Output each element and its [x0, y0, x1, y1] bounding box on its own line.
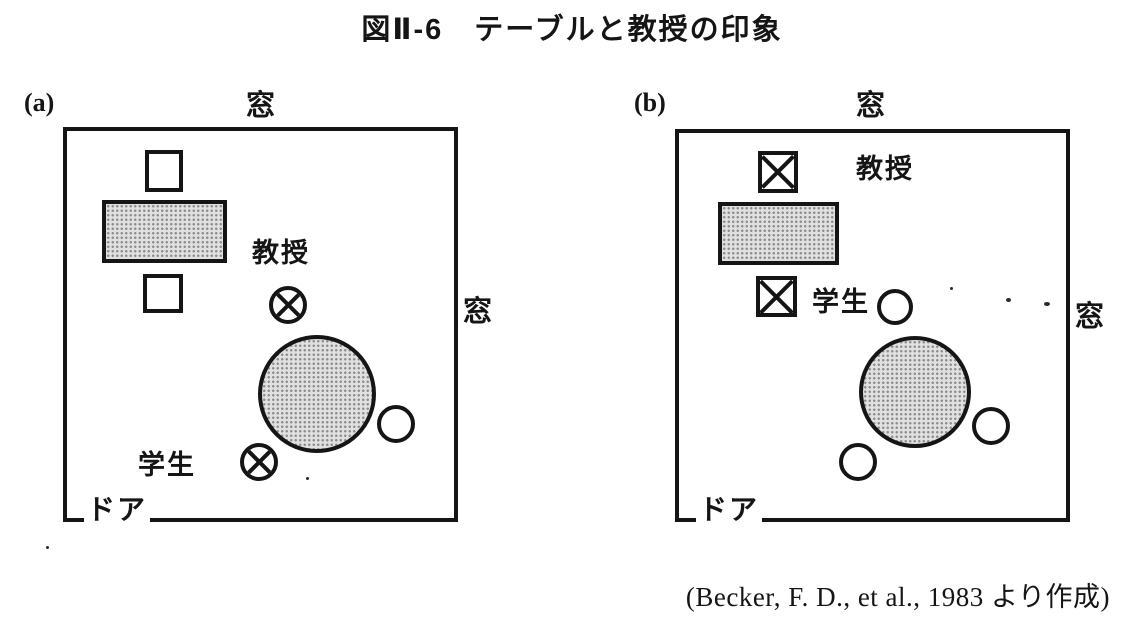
panel-b-student-chair-icon — [756, 276, 797, 317]
panel-a-room-outline — [63, 127, 458, 522]
scan-speck — [950, 287, 953, 290]
scan-speck — [46, 546, 49, 549]
panel-a-professor-position-icon — [269, 286, 307, 324]
panel-a-rect-table — [102, 200, 227, 263]
panel-b-window-right-label: 窓 — [1075, 301, 1107, 333]
panel-b-rect-table — [718, 202, 839, 265]
panel-b-door-label: ドア — [696, 494, 763, 526]
scan-speck — [1044, 302, 1050, 306]
panel-b-professor-label: 教授 — [856, 154, 914, 184]
panel-b-professor-chair-icon — [758, 151, 798, 193]
panel-a-chair-bottom — [143, 274, 183, 313]
panel-a-letter: (a) — [24, 88, 55, 117]
panel-a-chair-top — [145, 150, 183, 192]
panel-a-door-label: ドア — [84, 494, 151, 526]
panel-a-professor-label: 教授 — [252, 238, 310, 268]
figure-title: 図Ⅱ-6 テーブルと教授の印象 — [361, 14, 783, 46]
panel-a-window-top-label: 窓 — [246, 90, 278, 122]
panel-b-room-outline — [675, 129, 1070, 522]
panel-b-seat-circle-bottom — [839, 443, 877, 481]
scan-speck — [306, 477, 309, 480]
panel-b-seat-circle-right — [972, 407, 1010, 445]
panel-b-round-table — [859, 336, 971, 448]
panel-b-window-top-label: 窓 — [856, 90, 888, 122]
panel-a-window-right-label: 窓 — [463, 296, 495, 328]
panel-a-student-position-icon — [240, 443, 278, 481]
panel-b-letter: (b) — [634, 88, 666, 117]
panel-a-seat-circle-right — [377, 405, 415, 443]
panel-a-student-label: 学生 — [138, 450, 196, 480]
scan-speck — [1006, 298, 1011, 302]
figure-citation: (Becker, F. D., et al., 1983 より作成) — [685, 582, 1110, 612]
panel-b-student-label: 学生 — [812, 287, 870, 317]
panel-a-round-table — [258, 335, 376, 453]
panel-b-seat-circle-top — [877, 289, 913, 325]
